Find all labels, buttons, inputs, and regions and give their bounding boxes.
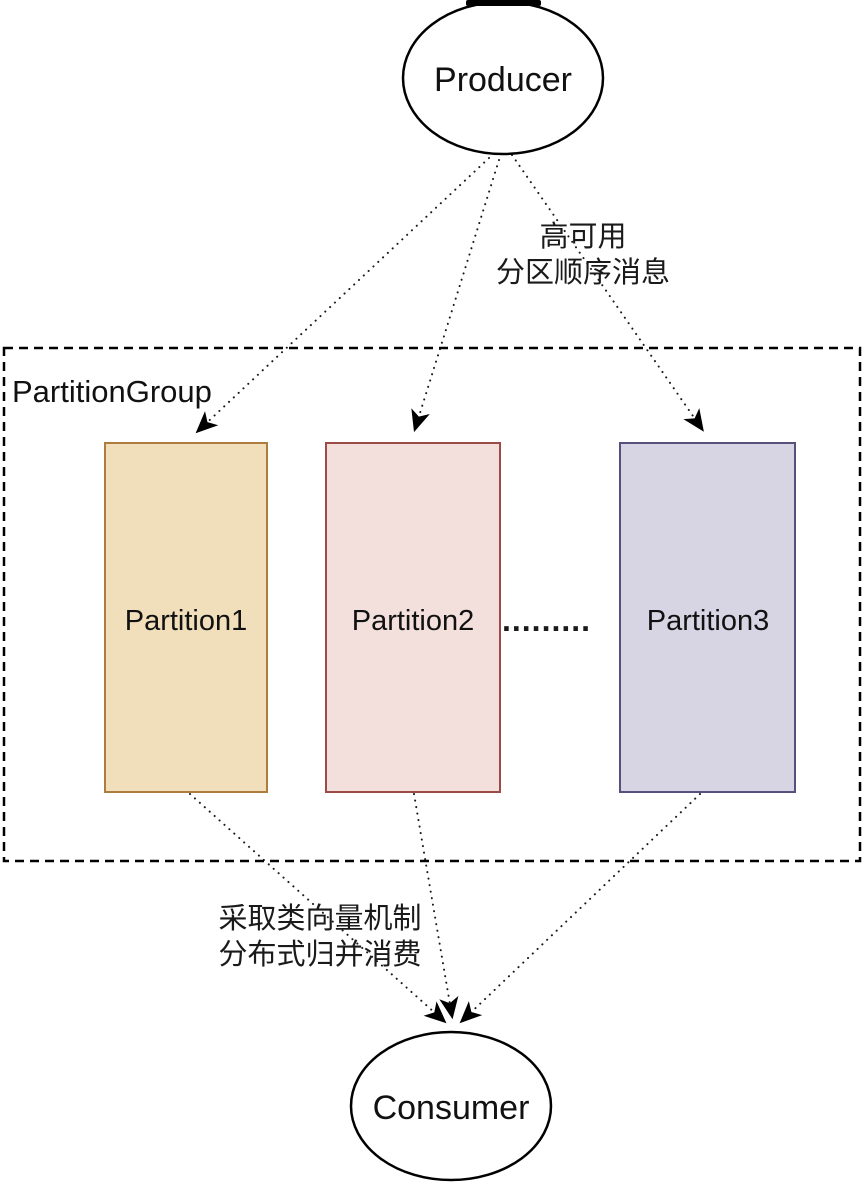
partition-nodes: Partition1 Partition2 Partition3 .......… [104,442,796,793]
producer-to-partition-connectors [195,154,704,434]
connector-partition2-consumer [413,793,459,1020]
producer-annotation-line1: 高可用 [539,219,626,253]
consumer-label: Consumer [373,1089,530,1127]
partition-to-consumer-connectors [189,793,701,1024]
connector-partition1-consumer [189,793,447,1024]
partition3-rect [619,442,796,793]
partition2-rect [325,442,501,793]
partition1-label: Partition1 [125,605,248,637]
consumer-node: Consumer [349,1030,553,1182]
producer-ellipse-clipped-top [466,0,541,6]
partition-group-box [2,346,862,863]
partition2-label: Partition2 [352,605,475,637]
consumer-ellipse [349,1030,553,1182]
producer-label: Producer [434,61,572,99]
connector-producer-partition3 [511,154,704,432]
consumer-annotation: 采取类向量机制 分布式归并消费 [218,901,421,971]
partition-group-label: PartitionGroup [12,374,212,409]
partition3-label: Partition3 [647,605,770,637]
consumer-annotation-line2: 分布式归并消费 [218,937,421,971]
connector-partition3-consumer [459,793,701,1024]
consumer-annotation-line1: 采取类向量机制 [218,901,421,935]
connector-producer-partition2 [411,159,500,433]
connector-producer-partition1 [195,157,490,434]
partition1-rect [104,442,268,793]
producer-annotation-line2: 分区顺序消息 [496,255,670,289]
producer-annotation: 高可用 分区顺序消息 [496,219,670,289]
ellipsis-label: ......... [502,602,591,638]
producer-node: Producer [401,0,605,156]
